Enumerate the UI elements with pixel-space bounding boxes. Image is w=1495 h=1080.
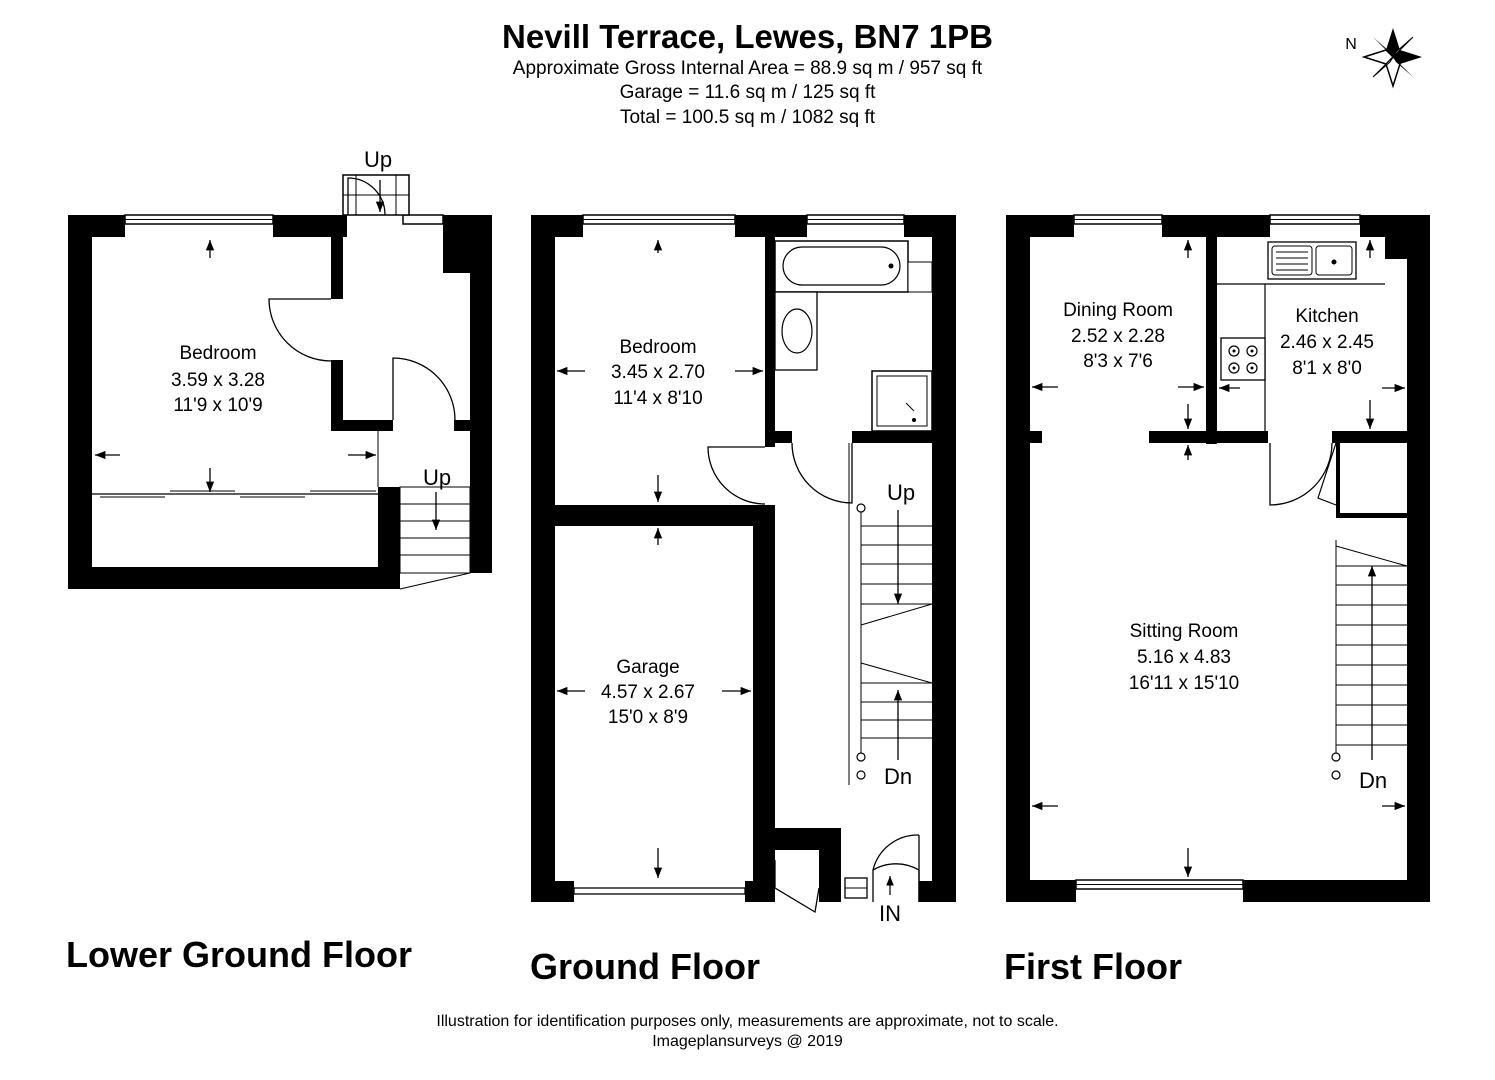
lower-ground-floor-plan: Up Up Bedroom 3.59 x 3.28 11'9 x 10'9 [68, 147, 492, 590]
plan-title: Nevill Terrace, Lewes, BN7 1PB [502, 18, 993, 55]
compass-icon: N [1345, 28, 1422, 89]
total-area-line: Total = 100.5 sq m / 1082 sq ft [619, 107, 876, 128]
ff-kitchen-name: Kitchen [1295, 306, 1358, 327]
ground-floor-title: Ground Floor [530, 946, 760, 987]
ff-dining-imperial: 8'3 x 7'6 [1083, 351, 1153, 372]
ff-kitchen-label: Kitchen 2.46 x 2.45 8'1 x 8'0 [1280, 306, 1374, 379]
ground-floor-plan: Bedroom 3.45 x 2.70 11'4 x 8'10 Garage 4… [531, 214, 956, 926]
credit-text: Imageplansurveys @ 2019 [652, 1033, 843, 1050]
ff-dining-metric: 2.52 x 2.28 [1071, 326, 1165, 347]
ff-stairs-down-label: Dn [1359, 768, 1387, 793]
ff-sitting-metric: 5.16 x 4.83 [1137, 647, 1231, 668]
ff-sitting-name: Sitting Room [1130, 621, 1239, 642]
gross-area-line: Approximate Gross Internal Area = 88.9 s… [512, 58, 983, 79]
gf-stairs-down-label: Dn [884, 764, 912, 789]
gf-garage-metric: 4.57 x 2.67 [601, 682, 695, 703]
gf-bedroom-name: Bedroom [619, 337, 696, 358]
first-floor-title: First Floor [1004, 946, 1182, 987]
gf-entrance-label: IN [879, 901, 901, 926]
compass-north-label: N [1345, 36, 1357, 53]
lg-bedroom-metric: 3.59 x 3.28 [171, 370, 265, 391]
disclaimer-text: Illustration for identification purposes… [436, 1013, 1059, 1030]
ff-sitting-imperial: 16'11 x 15'10 [1129, 673, 1239, 694]
gf-stairs-up-label: Up [887, 480, 915, 505]
gf-garage-label: Garage 4.57 x 2.67 15'0 x 8'9 [601, 657, 695, 728]
ff-kitchen-imperial: 8'1 x 8'0 [1292, 358, 1362, 379]
gf-bedroom-metric: 3.45 x 2.70 [611, 362, 705, 383]
lower-ground-floor-title: Lower Ground Floor [66, 934, 412, 975]
garage-area-line: Garage = 11.6 sq m / 125 sq ft [619, 82, 876, 103]
ff-dining-name: Dining Room [1063, 300, 1173, 321]
lg-bedroom-imperial: 11'9 x 10'9 [173, 395, 262, 416]
gf-bedroom-imperial: 11'4 x 8'10 [613, 388, 702, 409]
lg-outer-stairs-up-label: Up [364, 147, 392, 172]
gf-garage-imperial: 15'0 x 8'9 [608, 707, 688, 728]
lg-bedroom-name: Bedroom [179, 343, 256, 364]
ff-sitting-room-label: Sitting Room 5.16 x 4.83 16'11 x 15'10 [1129, 621, 1239, 694]
first-floor-plan: Dining Room 2.52 x 2.28 8'3 x 7'6 Kitche… [1006, 214, 1430, 902]
gf-bedroom-label: Bedroom 3.45 x 2.70 11'4 x 8'10 [611, 337, 705, 409]
ff-kitchen-metric: 2.46 x 2.45 [1280, 332, 1374, 353]
ff-dining-room-label: Dining Room 2.52 x 2.28 8'3 x 7'6 [1063, 300, 1173, 372]
lg-internal-stairs-up-label: Up [423, 465, 451, 490]
lg-bedroom-label: Bedroom 3.59 x 3.28 11'9 x 10'9 [171, 343, 265, 416]
gf-garage-name: Garage [616, 657, 679, 678]
